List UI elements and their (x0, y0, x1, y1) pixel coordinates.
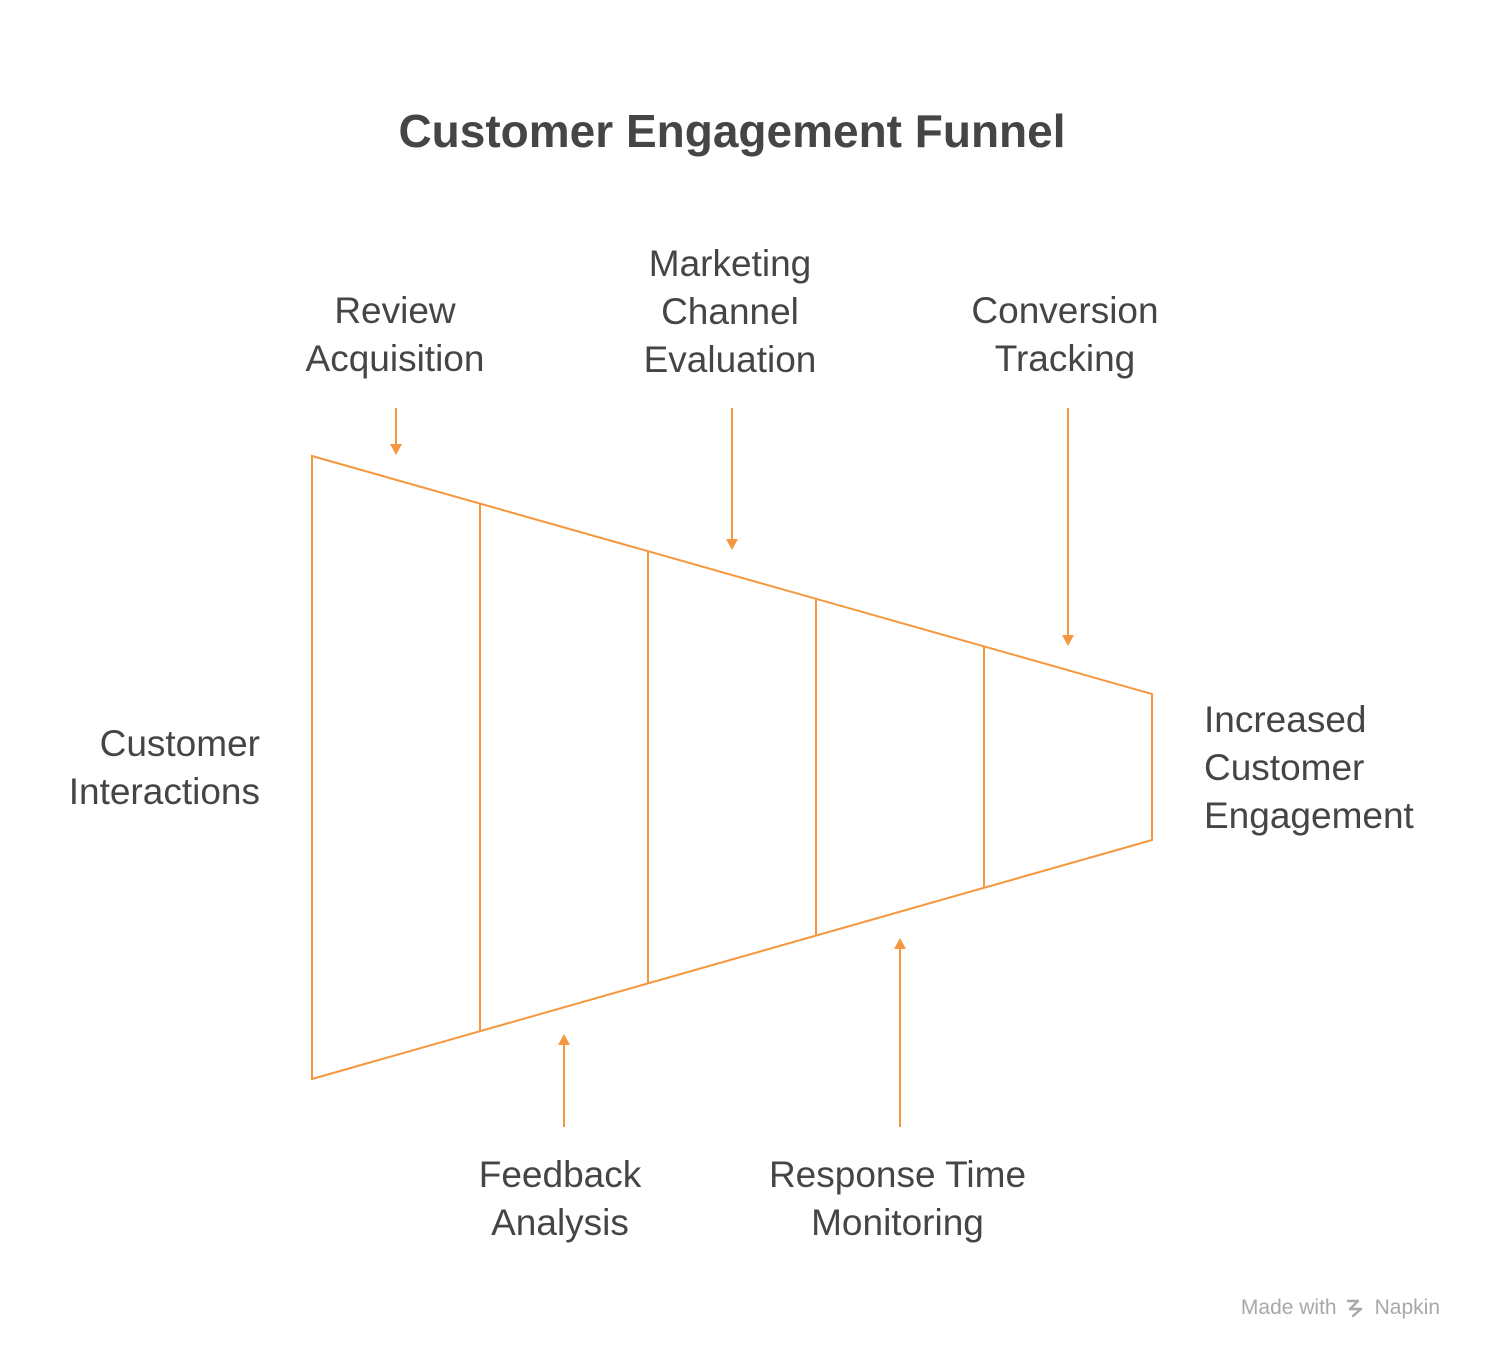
label-line: Interactions (68, 771, 260, 812)
funnel-shape (311, 454, 1153, 1081)
label-line: Channel (661, 291, 799, 332)
label-line: Evaluation (643, 339, 817, 380)
arrow-up-response-time-monitoring (894, 938, 906, 1127)
label-line: Conversion (971, 290, 1159, 331)
funnel-outline (311, 454, 1153, 1081)
napkin-logo-icon (1346, 1299, 1362, 1318)
watermark-prefix: Made with (1240, 1296, 1337, 1319)
diagram-title: Customer Engagement Funnel (398, 105, 1066, 157)
watermark-brand: Napkin (1374, 1296, 1440, 1319)
label-line: Marketing (648, 243, 812, 284)
stage-label-response-time-monitoring: Response Time Monitoring (740, 1151, 1055, 1247)
label-line: Customer (99, 723, 260, 764)
label-line: Tracking (994, 338, 1136, 379)
arrow-down-review-acquisition (390, 408, 402, 455)
label-line: Feedback (478, 1154, 642, 1195)
funnel-input-label: Customer Interactions (20, 720, 260, 816)
label-line: Increased (1204, 699, 1367, 740)
label-line: Engagement (1204, 795, 1414, 836)
arrow-up-feedback-analysis (558, 1034, 570, 1127)
made-with-napkin-watermark: Made with Napkin (1241, 1296, 1440, 1320)
stage-label-feedback-analysis: Feedback Analysis (420, 1151, 700, 1247)
label-line: Customer (1204, 747, 1365, 788)
label-line: Analysis (491, 1202, 629, 1243)
label-line: Acquisition (305, 338, 485, 379)
stage-label-conversion-tracking: Conversion Tracking (930, 287, 1200, 383)
stage-label-marketing-channel-evaluation: Marketing Channel Evaluation (590, 240, 870, 384)
arrow-down-marketing-channel-evaluation (726, 408, 738, 550)
funnel-output-label: Increased Customer Engagement (1204, 696, 1474, 840)
label-line: Review (334, 290, 456, 331)
arrow-down-conversion-tracking (1062, 408, 1074, 646)
label-line: Response Time (768, 1154, 1027, 1195)
label-line: Monitoring (811, 1202, 984, 1243)
stage-label-review-acquisition: Review Acquisition (250, 287, 540, 383)
